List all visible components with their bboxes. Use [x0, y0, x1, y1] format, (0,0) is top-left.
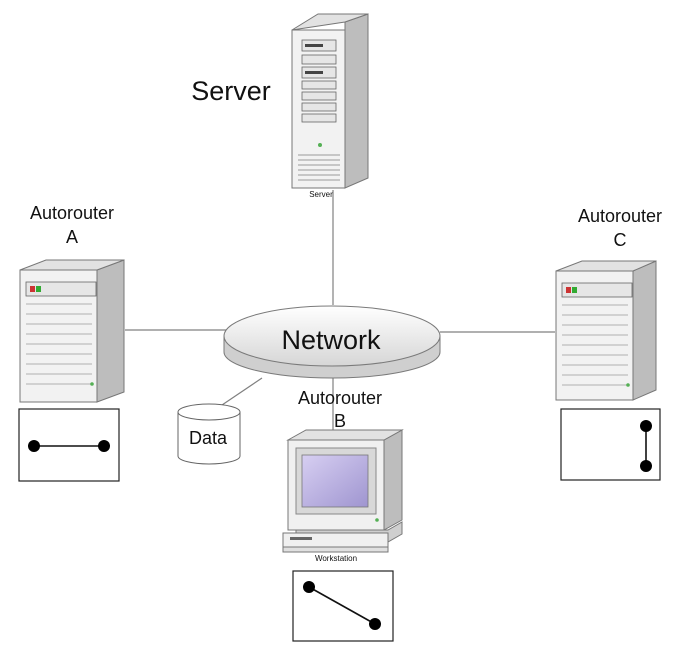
route-a-end-dot: [98, 440, 110, 452]
server-label: Server: [191, 76, 271, 106]
route-b-end-dot: [369, 618, 381, 630]
route-c-end-dot: [640, 460, 652, 472]
server-tower[interactable]: [291, 13, 369, 189]
server-side: [344, 13, 369, 189]
server-caption: Server: [309, 190, 333, 199]
connections: [125, 190, 555, 432]
workstation-caption: Workstation: [315, 554, 357, 563]
workstation[interactable]: [282, 429, 404, 553]
router-a-tower[interactable]: [19, 259, 125, 403]
data-cylinder[interactable]: [177, 403, 241, 465]
route-b-start-dot: [303, 581, 315, 593]
network-label: Network: [281, 325, 381, 355]
router-c-label-line1: Autorouter: [578, 206, 662, 226]
route-c-start-dot: [640, 420, 652, 432]
link-data-network: [221, 377, 263, 406]
data-label: Data: [189, 428, 228, 448]
router-b-label-line1: Autorouter: [298, 388, 382, 408]
route-a-start-dot: [28, 440, 40, 452]
router-a-label-line1: Autorouter: [30, 203, 114, 223]
router-a-label-line2: A: [66, 227, 78, 247]
route-box-a: [18, 408, 120, 482]
router-c-label-line2: C: [614, 230, 627, 250]
route-box-b: [292, 570, 394, 642]
router-b-label-line2: B: [334, 411, 346, 431]
network-cloud[interactable]: [223, 305, 441, 379]
route-box-c: [560, 408, 661, 481]
router-c-tower[interactable]: [555, 260, 657, 401]
workstation-screen: [301, 454, 369, 508]
server-top: [291, 13, 369, 31]
